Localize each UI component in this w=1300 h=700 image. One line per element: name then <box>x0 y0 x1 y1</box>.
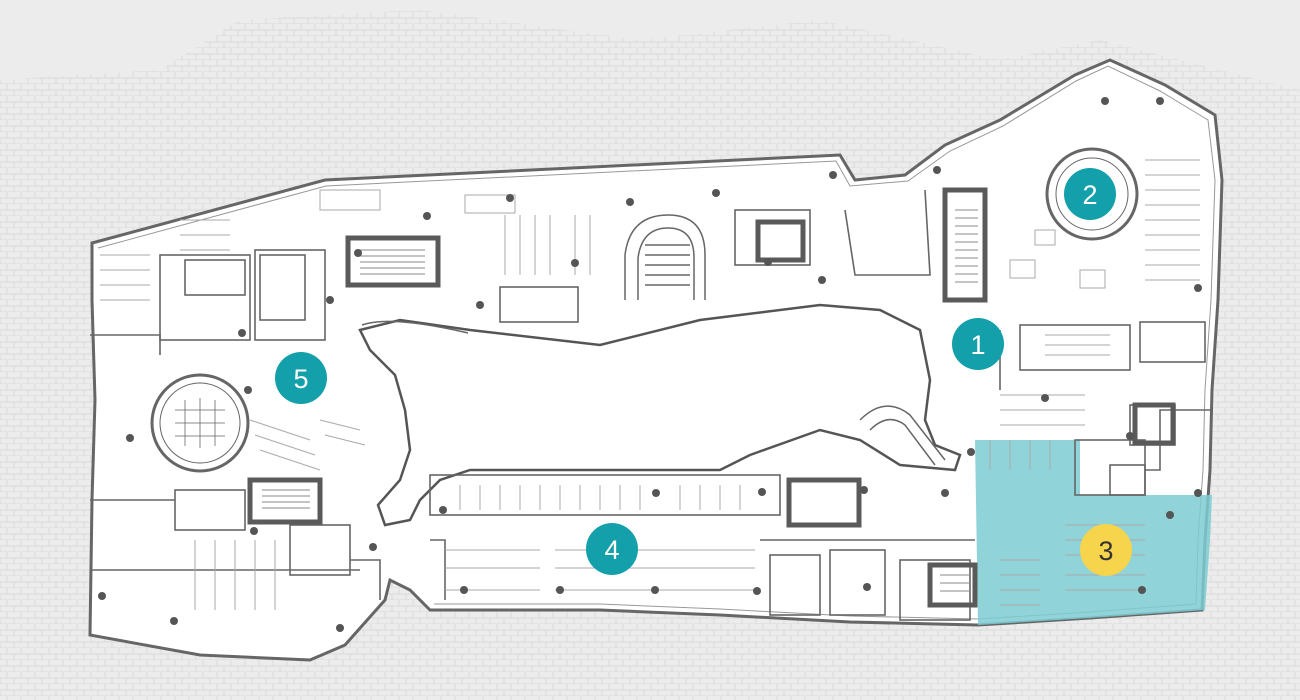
zone-marker-5-label: 5 <box>293 364 308 394</box>
zone-marker-2[interactable]: 2 <box>1064 168 1116 220</box>
zone-marker-4-label: 4 <box>604 535 619 565</box>
zone-marker-1-label: 1 <box>970 330 985 360</box>
zone-marker-2-circle <box>1064 168 1116 220</box>
zone-marker-3[interactable]: 3 <box>1080 524 1132 576</box>
floor-slab-inner-edge <box>97 65 1216 620</box>
zone-marker-4[interactable]: 4 <box>586 523 638 575</box>
zone-marker-3-label: 3 <box>1098 536 1113 566</box>
zone-marker-1[interactable]: 1 <box>952 318 1004 370</box>
spiral-stairs <box>361 214 946 466</box>
zone-marker-5-circle <box>275 352 327 404</box>
zone-marker-2-label: 2 <box>1082 180 1097 210</box>
zone-marker-1-circle <box>952 318 1004 370</box>
zone-marker-4-circle <box>586 523 638 575</box>
zone-marker-5[interactable]: 5 <box>275 352 327 404</box>
stair-treads <box>262 209 978 592</box>
round-room-zone-5 <box>150 373 250 473</box>
zone-marker-3-circle <box>1080 524 1132 576</box>
round-room-zone-2 <box>1045 147 1139 241</box>
circulation-cores <box>247 187 1176 608</box>
central-atrium <box>358 303 962 527</box>
interior-walls <box>90 189 1212 621</box>
structural-columns <box>98 97 1202 632</box>
